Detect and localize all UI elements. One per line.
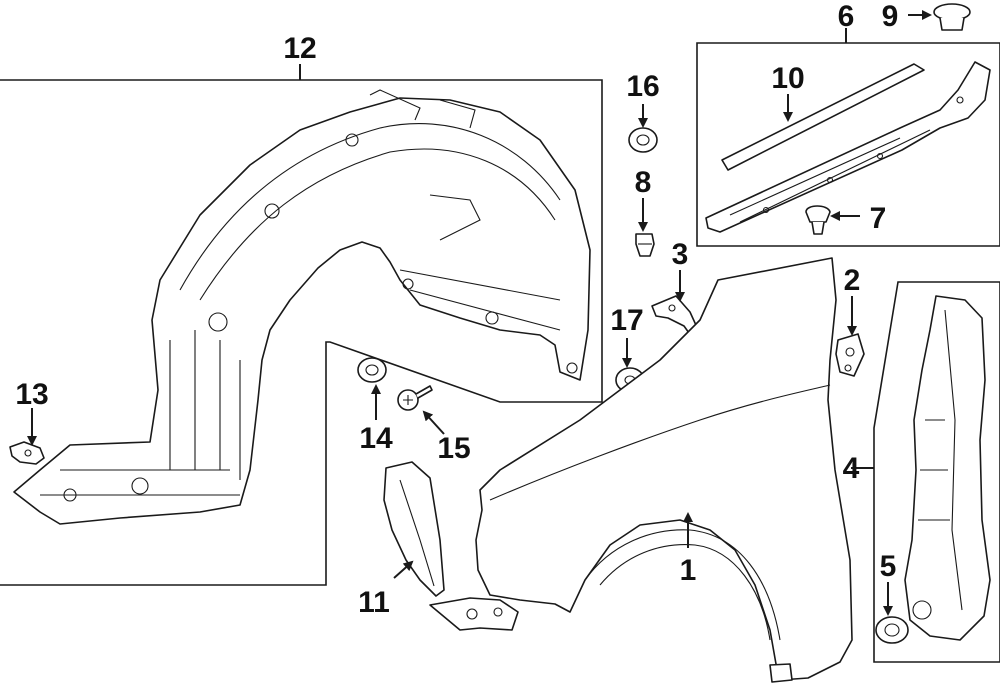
grommet-14: [357, 357, 387, 383]
group-box-4: [873, 281, 1000, 663]
callout-2: 2: [844, 264, 861, 297]
callout-8: 8: [635, 166, 652, 199]
callout-3: 3: [672, 238, 689, 271]
callout-13: 13: [15, 378, 48, 411]
callout-14: 14: [359, 422, 393, 455]
callout-15: 15: [437, 432, 470, 465]
push-rivet-8: [635, 233, 655, 257]
fender-bracket-6: [705, 61, 991, 233]
screw-15: [397, 385, 433, 411]
callout-16: 16: [626, 70, 659, 103]
cap-9: [933, 3, 971, 31]
callout-5: 5: [880, 550, 897, 583]
callout-11: 11: [358, 586, 390, 619]
leader-lines: [27, 10, 932, 616]
splash-shield-11: [383, 461, 445, 597]
callout-4: 4: [843, 452, 860, 485]
callout-10: 10: [771, 62, 804, 95]
grommet-5: [875, 616, 909, 644]
clip-7: [805, 205, 831, 235]
group-box-12: [0, 79, 603, 586]
callout-17: 17: [610, 304, 643, 337]
callout-1: 1: [680, 554, 697, 587]
splash-guard-4: [904, 295, 991, 641]
callout-6: 6: [838, 0, 855, 33]
group-box-6: [696, 42, 1000, 247]
callout-7: 7: [870, 202, 887, 235]
callout-12: 12: [283, 32, 316, 65]
liner-clip-13: [9, 441, 45, 465]
clip-16: [628, 127, 658, 153]
callout-9: 9: [882, 0, 899, 33]
inner-fender-liner: [13, 89, 591, 525]
front-fender-1: [429, 257, 853, 683]
fender-bracket-2: [835, 333, 865, 377]
seal-strip-10: [721, 63, 925, 171]
